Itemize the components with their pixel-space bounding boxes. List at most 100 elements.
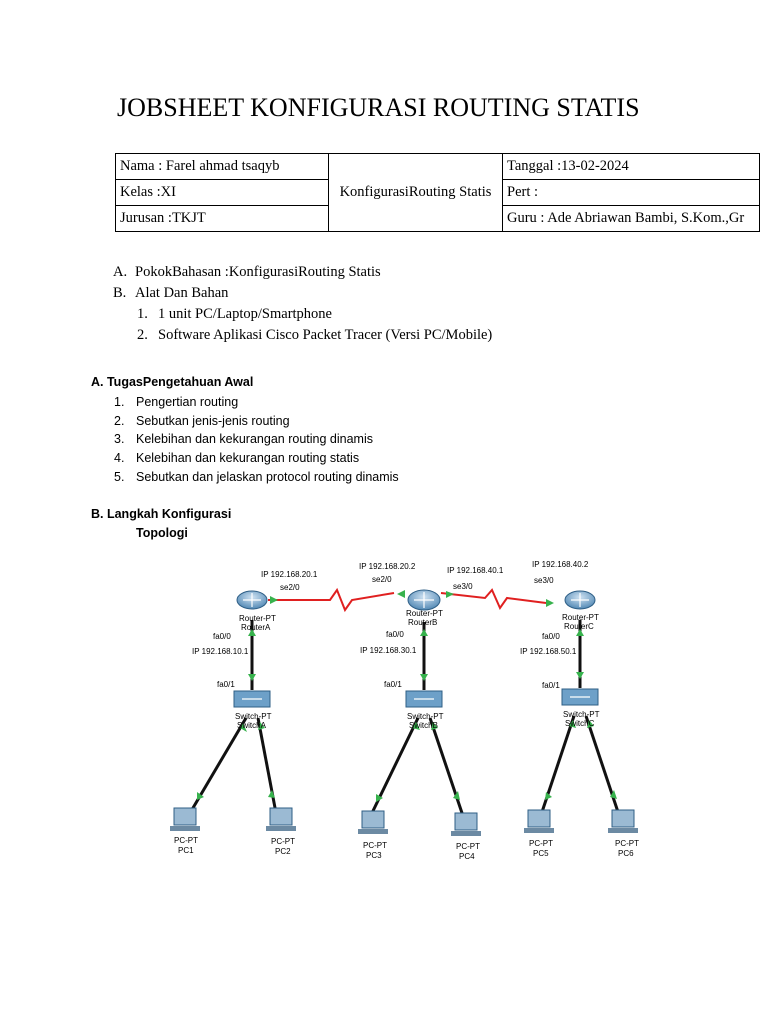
ip-label: IP 192.168.20.2 (359, 562, 416, 571)
list-item: 1 unit PC/Laptop/Smartphone (158, 306, 332, 322)
serial-link-bc (440, 588, 547, 611)
interface-label: se3/0 (534, 576, 554, 585)
link-indicator (446, 591, 454, 598)
ip-label: IP 192.168.40.1 (447, 566, 504, 575)
device-type-label: Router-PT (239, 614, 276, 623)
device-type-label: PC-PT (529, 839, 553, 848)
link-indicator (258, 722, 265, 730)
router-icon (564, 590, 596, 610)
device-type-label: PC-PT (174, 836, 198, 845)
device-type-label: PC-PT (363, 841, 387, 850)
switch-icon (561, 688, 599, 706)
device-name-label: PC5 (533, 849, 549, 858)
serial-link-ab (268, 587, 395, 613)
device-type-label: PC-PT (271, 837, 295, 846)
pc-icon (266, 807, 296, 831)
device-name-label: SwitchB (409, 721, 438, 730)
interface-label: fa0/1 (384, 680, 402, 689)
link-indicator (431, 722, 438, 730)
list-item: Kelebihan dan kekurangan routing statis (136, 451, 360, 465)
device-name-label: RouterB (408, 618, 437, 627)
link-indicator (240, 723, 247, 732)
pert-cell: Pert : (502, 179, 760, 206)
interface-label: fa0/1 (217, 680, 235, 689)
link-indicator (270, 596, 278, 604)
link-indicator (587, 720, 594, 728)
link-indicator (545, 792, 552, 800)
link-indicator (453, 791, 460, 800)
interface-label: fa0/0 (213, 632, 231, 641)
list-item: Software Aplikasi Cisco Packet Tracer (V… (158, 327, 493, 343)
info-table: Nama : Farel ahmad tsaqyb KonfigurasiRou… (115, 153, 760, 232)
topologi-heading: Topologi (136, 526, 188, 540)
section-a-text: PokokBahasan :KonfigurasiRouting Statis (135, 264, 381, 280)
device-name-label: PC2 (275, 847, 291, 856)
pc-icon (608, 809, 638, 833)
device-name-label: SwitchA (237, 721, 267, 730)
list-item: Sebutkan jenis-jenis routing (136, 414, 290, 428)
device-type-label: Switch-PT (407, 712, 444, 721)
link-indicator (197, 792, 204, 800)
interface-label: se2/0 (280, 583, 300, 592)
kelas-cell: Kelas :XI (115, 179, 329, 206)
interface-label: se3/0 (453, 582, 473, 591)
network-topology-diagram: Router-PT RouterA Router-PT RouterB Rout… (170, 560, 639, 861)
section-b-marker: B. (113, 285, 127, 301)
device-name-label: PC1 (178, 846, 194, 855)
router-icon (236, 590, 268, 610)
device-type-label: Switch-PT (563, 710, 600, 719)
device-type-label: Router-PT (406, 609, 443, 618)
list-item: Sebutkan dan jelaskan protocol routing d… (136, 470, 399, 484)
link-indicator (610, 790, 617, 799)
section-a-marker: A. (113, 264, 128, 280)
ip-label: IP 192.168.50.1 (520, 647, 577, 656)
device-name-label: RouterC (564, 622, 594, 631)
device-name-label: PC3 (366, 851, 382, 860)
interface-label: fa0/1 (542, 681, 560, 690)
link-indicator (576, 629, 584, 636)
link-indicator (248, 674, 256, 681)
list-item: Pengertian routing (136, 395, 239, 409)
nama-cell: Nama : Farel ahmad tsaqyb (115, 153, 329, 180)
pc-icon (451, 812, 481, 836)
ip-label: IP 192.168.10.1 (192, 647, 249, 656)
switch-icon (233, 690, 271, 708)
device-type-label: PC-PT (615, 839, 639, 848)
link-indicator (268, 790, 275, 798)
device-type-label: Switch-PT (235, 712, 272, 721)
list-item-number: 5. (114, 470, 125, 484)
router-icon (407, 589, 441, 611)
device-type-label: PC-PT (456, 842, 480, 851)
switch-icon (405, 690, 443, 708)
interface-label: se2/0 (372, 575, 392, 584)
tanggal-cell: Tanggal :13-02-2024 (502, 153, 760, 180)
jurusan-cell: Jurusan :TKJT (115, 205, 329, 232)
device-name-label: PC4 (459, 852, 475, 861)
link-indicator (546, 599, 554, 607)
ip-label: IP 192.168.30.1 (360, 646, 417, 655)
list-item-number: 2. (137, 327, 148, 343)
device-name-label: RouterA (241, 623, 271, 632)
section-b-text: Alat Dan Bahan (135, 285, 229, 301)
tugas-heading: A. TugasPengetahuan Awal (91, 375, 254, 389)
pc-icon (524, 809, 554, 833)
interface-label: fa0/0 (386, 630, 404, 639)
ip-label: IP 192.168.40.2 (532, 560, 589, 569)
link-indicator (420, 629, 428, 636)
list-item: Kelebihan dan kekurangan routing dinamis (136, 432, 373, 446)
ip-label: IP 192.168.20.1 (261, 570, 318, 579)
link-indicator (576, 672, 584, 679)
link-indicator (397, 590, 405, 598)
device-name-label: PC6 (618, 849, 634, 858)
device-name-label: SwitchC (565, 719, 595, 728)
guru-cell: Guru : Ade Abriawan Bambi, S.Kom.,Gr (502, 205, 760, 232)
list-item-number: 4. (114, 451, 125, 465)
link-indicator (569, 720, 576, 728)
list-item-number: 2. (114, 414, 125, 428)
topic-cell: KonfigurasiRouting Statis (328, 153, 503, 232)
cable-sa-pc2 (256, 717, 278, 814)
page-title: JOBSHEET KONFIGURASI ROUTING STATIS (117, 93, 640, 122)
pc-icon (170, 807, 200, 831)
list-item-number: 1. (114, 395, 125, 409)
link-indicator (420, 674, 428, 681)
